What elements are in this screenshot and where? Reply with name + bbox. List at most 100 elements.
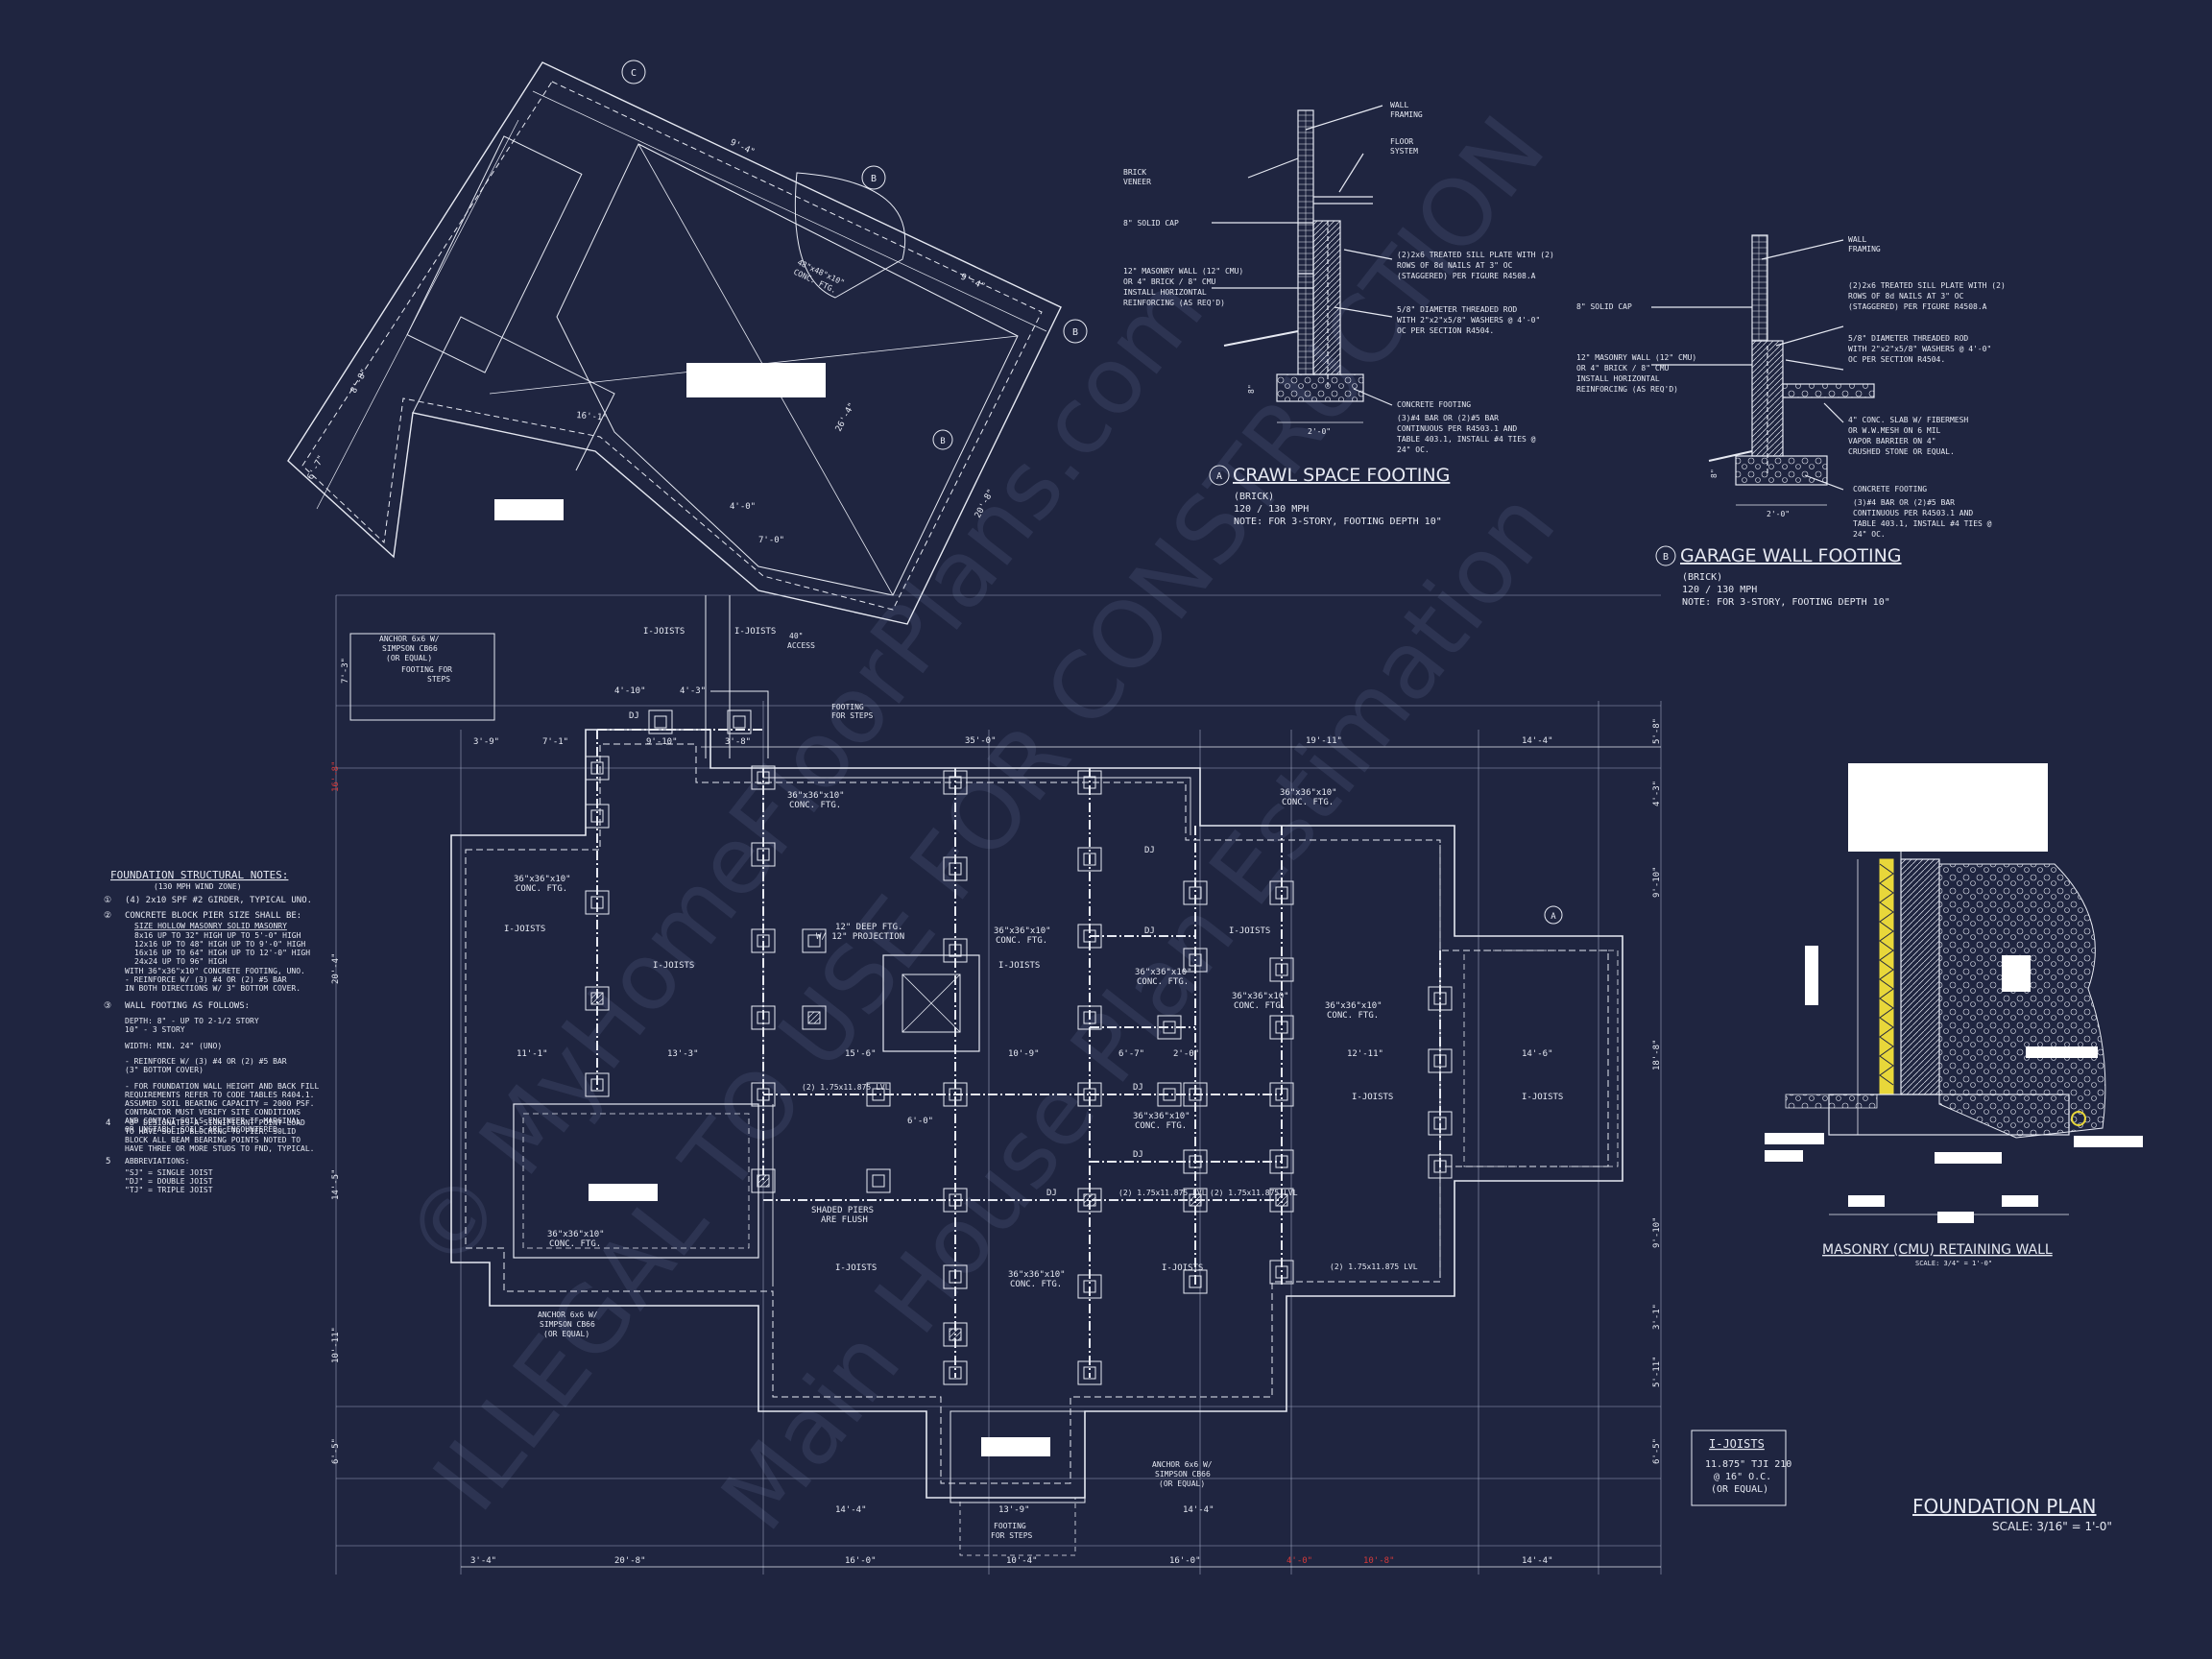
legend-line: 11.875" TJI 210	[1705, 1459, 1791, 1470]
retaining-label-box	[2026, 1046, 2098, 1058]
grid-marker-a: A	[1544, 905, 1563, 925]
pier-footing	[1269, 1188, 1294, 1213]
pier-block	[757, 1088, 770, 1101]
dim-text: 20'-4"	[331, 952, 341, 984]
dim-text: 35'-0"	[965, 736, 997, 746]
dim-text: 13'-3"	[667, 1049, 699, 1059]
conc-ftg-label: 36"x36"x10"	[1135, 968, 1192, 977]
pier-footing	[802, 1005, 827, 1030]
pier-block	[1083, 1366, 1096, 1380]
pier-flush	[949, 1328, 962, 1341]
dim-text: 2'-0"	[1173, 1049, 1199, 1059]
note-3-line: WIDTH: MIN. 24" (UNO)	[125, 1042, 222, 1050]
crawl-footing	[1276, 373, 1364, 402]
crawl-label: 5/8" DIAMETER THREADED ROD	[1397, 305, 1517, 314]
foundation-notes: FOUNDATION STRUCTURAL NOTES: (130 MPH WI…	[104, 869, 319, 1194]
crawl-label: OR 4" BRICK / 8" CMU	[1123, 277, 1216, 286]
dj-label: DJ	[629, 711, 639, 721]
garage-label: (3)#4 BAR OR (2)#5 BAR	[1853, 498, 1955, 507]
pier-block	[807, 934, 821, 948]
dim-text: 14'-4"	[1183, 1505, 1214, 1515]
dim-text: 9'-10"	[1652, 1216, 1662, 1248]
note-3-line: 10" - 3 STORY	[125, 1025, 185, 1034]
note-2-header: SIZE HOLLOW MASONRY SOLID MASONRY	[134, 922, 287, 930]
conc-ftg-label: 36"x36"x10"	[514, 875, 571, 884]
dim-text: 5'-8"	[1652, 718, 1662, 744]
note-5-line: "TJ" = TRIPLE JOIST	[125, 1186, 213, 1194]
dim-text: 8'-8"	[349, 368, 371, 396]
pier-footing	[1077, 1274, 1102, 1299]
pier-footing	[1269, 957, 1294, 982]
pier-footing	[802, 928, 827, 953]
pier-block	[949, 776, 962, 789]
ijoist-legend: I-JOISTS 11.875" TJI 210 @ 16" O.C. (OR …	[1691, 1430, 1791, 1506]
pier-block	[590, 1078, 604, 1092]
pier-footing	[585, 804, 610, 829]
conc-ftg-label: 36"x36"x10"	[787, 791, 845, 801]
garage-grade	[1708, 450, 1753, 462]
dim-text: 6'-0"	[907, 1117, 933, 1126]
dim-text: 16'-0"	[845, 1556, 877, 1566]
dim-text: 16'-8"	[331, 760, 341, 792]
ijoists-label: I-JOISTS	[835, 1263, 877, 1273]
garage-label: VAPOR BARRIER ON 4"	[1848, 437, 1936, 445]
steps-footing	[950, 1410, 1086, 1503]
conc-ftg-label: CONC. FTG.	[1010, 1280, 1062, 1289]
steps-note: STEPS	[427, 675, 450, 684]
note-3-line: AND CONTACT SOILS ENGINEER IF MARGINAL	[125, 1117, 301, 1125]
pier-footing	[648, 709, 673, 734]
note-4-line: "8" DESIGNATES A SIGNIFICANT POINT LOAD	[125, 1118, 305, 1127]
label-box	[589, 1184, 658, 1201]
crawl-space-detail: WALL FRAMING FLOOR SYSTEM BRICK VENEER 8…	[1123, 101, 1554, 527]
pier-footing	[1077, 1360, 1102, 1385]
dim-text: 5'-11"	[1652, 1356, 1662, 1387]
note-4-num: 4	[106, 1118, 110, 1128]
pier-block	[949, 944, 962, 957]
crawl-label: TABLE 403.1, INSTALL #4 TIES @	[1397, 435, 1536, 444]
conc-ftg-label: CONC. FTG.	[1137, 977, 1189, 987]
pier-footing	[1183, 1082, 1208, 1107]
dim-text: 26'-4"	[834, 401, 857, 433]
note-3-line: - FOR FOUNDATION WALL HEIGHT AND BACK FI…	[125, 1082, 319, 1091]
garage-footing	[1735, 455, 1828, 486]
pier-block	[949, 1366, 962, 1380]
pier-footing	[1183, 1188, 1208, 1213]
garage-framing	[1751, 234, 1768, 342]
dim-text: 16'-0"	[1169, 1556, 1201, 1566]
pier-footing	[943, 1360, 968, 1385]
note-3-num: ③	[104, 1001, 111, 1011]
anchor-note: (OR EQUAL)	[543, 1330, 589, 1338]
garage-marker: B	[1655, 545, 1676, 566]
dj-label: DJ	[1046, 1189, 1057, 1198]
girders	[596, 729, 1441, 1378]
garage-label: 5/8" DIAMETER THREADED ROD	[1848, 334, 1968, 343]
garage-label: WITH 2"x2"x5/8" WASHERS @ 4'-0"	[1848, 345, 1991, 353]
pier-block	[1189, 886, 1202, 900]
steps-note: FOOTING FOR	[401, 665, 452, 674]
legend-frame	[1691, 1430, 1787, 1506]
pier-footing	[1269, 1260, 1294, 1285]
legend-title: I-JOISTS	[1709, 1437, 1765, 1451]
dim-text: 14'-6"	[1522, 1049, 1553, 1059]
svg-text:B: B	[1663, 552, 1669, 563]
pier-block	[1433, 1117, 1447, 1130]
crawl-framing	[1297, 109, 1314, 275]
garage-label: OC PER SECTION R4504.	[1848, 355, 1945, 364]
conc-ftg-label: CONC. FTG.	[996, 936, 1047, 946]
anchor-note: ANCHOR 6x6 W/	[379, 635, 440, 643]
conc-ftg-label: 36"x36"x10"	[1280, 788, 1337, 798]
leader	[1761, 239, 1844, 260]
crawl-label: 24" OC.	[1397, 445, 1430, 454]
note-2-after: IN BOTH DIRECTIONS W/ 3" BOTTOM COVER.	[125, 984, 301, 993]
retaining-slab	[1785, 1094, 1878, 1109]
lvl-label: (2) 1.75x11.875 LVL	[802, 1083, 890, 1092]
crawl-label: OC PER SECTION R4504.	[1397, 326, 1494, 335]
leader	[1343, 249, 1393, 260]
label-box	[494, 499, 564, 520]
pier-block	[1083, 1011, 1096, 1024]
leader	[1785, 359, 1844, 371]
label-box	[981, 1437, 1050, 1456]
garage-label: CONCRETE FOOTING	[1853, 485, 1927, 493]
pier-footing	[943, 1188, 968, 1213]
note-2: CONCRETE BLOCK PIER SIZE SHALL BE:	[125, 911, 301, 921]
